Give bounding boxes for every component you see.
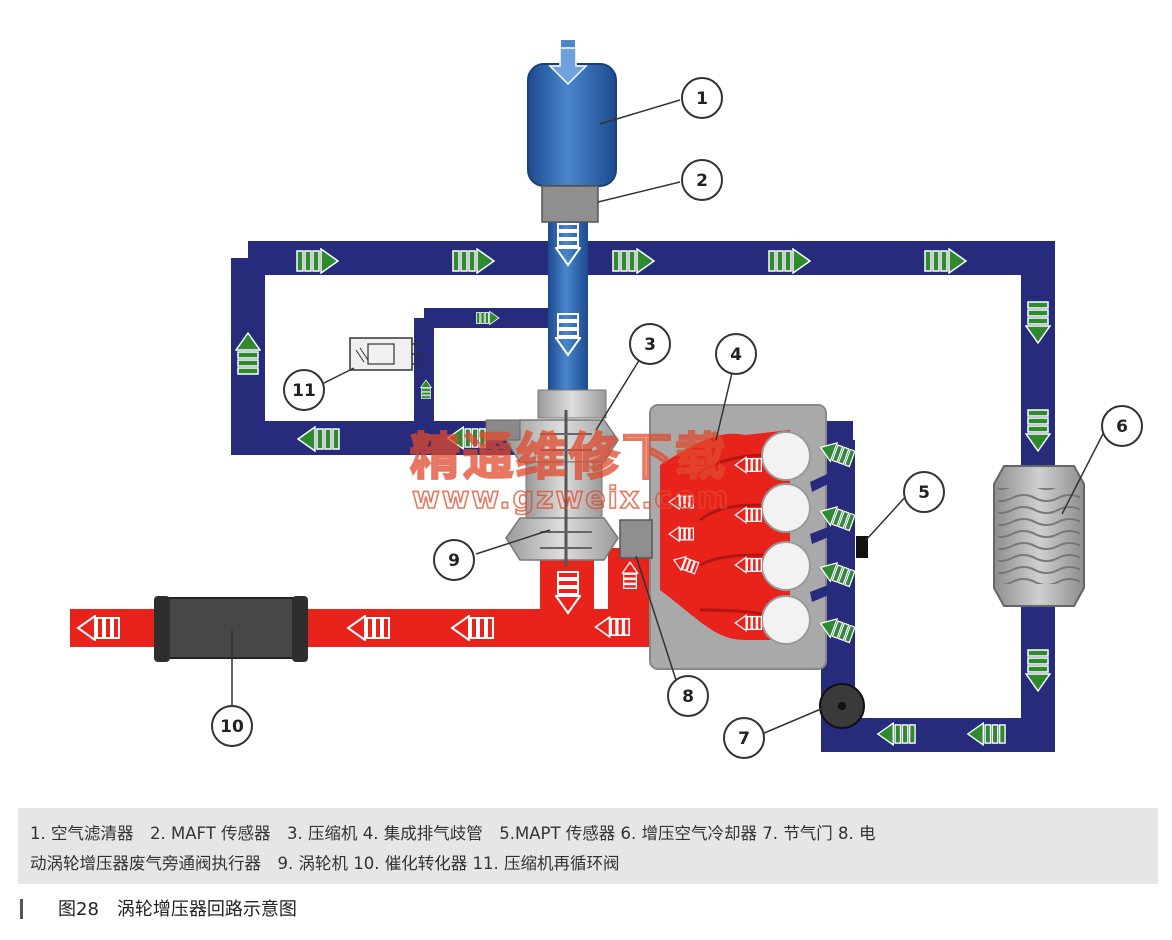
recirculation-valve (349, 337, 424, 371)
callout-number: 1 (696, 89, 708, 109)
callout-1: 1 (681, 77, 723, 119)
mapt-sensor (856, 536, 868, 558)
air-filter (527, 47, 617, 187)
maft-sensor (541, 185, 599, 223)
cylinder-2 (761, 483, 811, 533)
callout-5: 5 (903, 471, 945, 513)
callout-number: 11 (292, 381, 316, 401)
callout-number: 7 (738, 729, 750, 749)
charge-air-cooler (993, 465, 1085, 607)
legend: 1. 空气滤清器 2. MAFT 传感器 3. 压缩机 4. 集成排气歧管 5.… (18, 808, 1158, 884)
callouts: 1 2 3 4 5 6 7 8 9 10 11 (211, 77, 1143, 759)
turbocharger (485, 389, 619, 566)
cylinder-1 (761, 431, 811, 481)
callout-number: 10 (220, 717, 244, 737)
turbocharger-circuit-diagram: 精通维修下载 www.gzweix.com 1 2 3 4 5 6 7 8 9 … (70, 40, 1143, 759)
watermark: 精通维修下载 www.gzweix.com (409, 427, 730, 517)
watermark-title: 精通维修下载 (410, 428, 728, 486)
watermark-url: www.gzweix.com (412, 481, 730, 516)
callout-number: 6 (1116, 417, 1128, 437)
callout-6: 6 (1101, 405, 1143, 447)
callout-11: 11 (283, 369, 325, 411)
legend-line-2: 动涡轮增压器废气旁通阀执行器 9. 涡轮机 10. 催化转化器 11. 压缩机再… (30, 854, 620, 873)
caption-bar (20, 899, 23, 919)
callout-8: 8 (667, 675, 709, 717)
legend-line-1: 1. 空气滤清器 2. MAFT 传感器 3. 压缩机 4. 集成排气歧管 5.… (30, 824, 876, 843)
callout-number: 9 (448, 551, 460, 571)
callout-10: 10 (211, 705, 253, 747)
wastegate-actuator (619, 519, 653, 559)
catalytic-converter (154, 596, 308, 662)
throttle (819, 683, 865, 729)
callout-number: 2 (696, 171, 708, 191)
callout-number: 5 (918, 483, 930, 503)
callout-3: 3 (629, 323, 671, 365)
cylinder-3 (761, 541, 811, 591)
callout-9: 9 (433, 539, 475, 581)
figure-caption: 图28 涡轮增压器回路示意图 (58, 899, 297, 920)
callout-4: 4 (715, 333, 757, 375)
callout-number: 8 (682, 687, 694, 707)
engine-block (649, 404, 836, 670)
callout-number: 4 (730, 345, 742, 365)
callout-7: 7 (723, 717, 765, 759)
callout-2: 2 (681, 159, 723, 201)
callout-number: 3 (644, 335, 656, 355)
cylinder-4 (761, 595, 811, 645)
